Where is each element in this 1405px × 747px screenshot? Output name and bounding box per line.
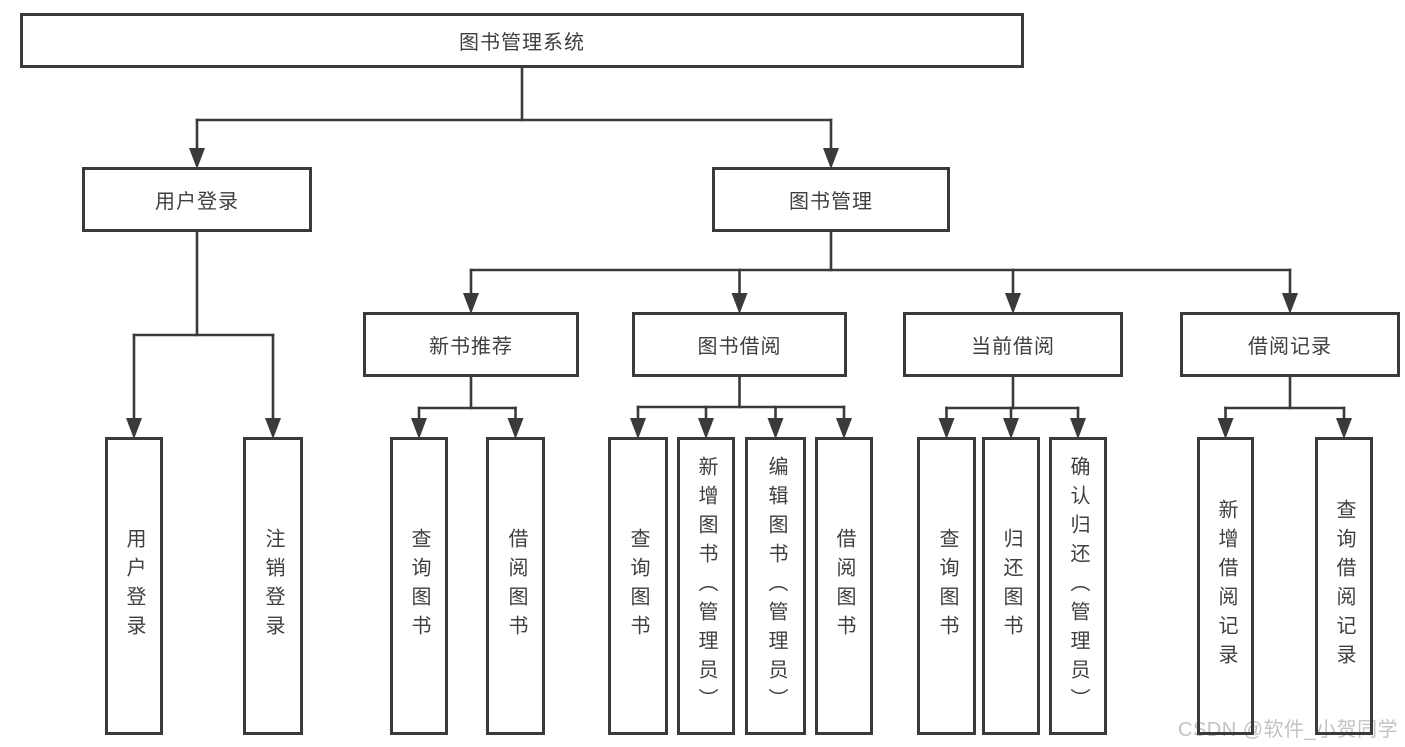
node-br-add: 新增借阅记录 bbox=[1197, 437, 1254, 735]
node-book-borrow: 图书借阅 bbox=[632, 312, 847, 377]
node-cb-query: 查询图书 bbox=[917, 437, 976, 735]
node-bb-add: 新增图书（管理员） bbox=[677, 437, 735, 735]
node-br-query: 查询借阅记录 bbox=[1315, 437, 1373, 735]
node-root: 图书管理系统 bbox=[20, 13, 1024, 68]
node-user-login: 用户登录 bbox=[82, 167, 312, 232]
node-cb-confirm: 确认归还（管理员） bbox=[1049, 437, 1107, 735]
node-new-book-rec: 新书推荐 bbox=[363, 312, 579, 377]
node-cb-return: 归还图书 bbox=[982, 437, 1040, 735]
node-current-borrow: 当前借阅 bbox=[903, 312, 1123, 377]
node-bb-query: 查询图书 bbox=[608, 437, 668, 735]
node-bb-borrow: 借阅图书 bbox=[815, 437, 873, 735]
node-borrow-record: 借阅记录 bbox=[1180, 312, 1400, 377]
watermark: CSDN @软件_小贺同学 bbox=[1178, 719, 1399, 741]
node-rec-query: 查询图书 bbox=[390, 437, 448, 735]
node-bb-edit: 编辑图书（管理员） bbox=[745, 437, 806, 735]
node-logout: 注销登录 bbox=[243, 437, 303, 735]
node-login: 用户登录 bbox=[105, 437, 163, 735]
node-rec-borrow: 借阅图书 bbox=[486, 437, 545, 735]
node-book-mgmt: 图书管理 bbox=[712, 167, 950, 232]
